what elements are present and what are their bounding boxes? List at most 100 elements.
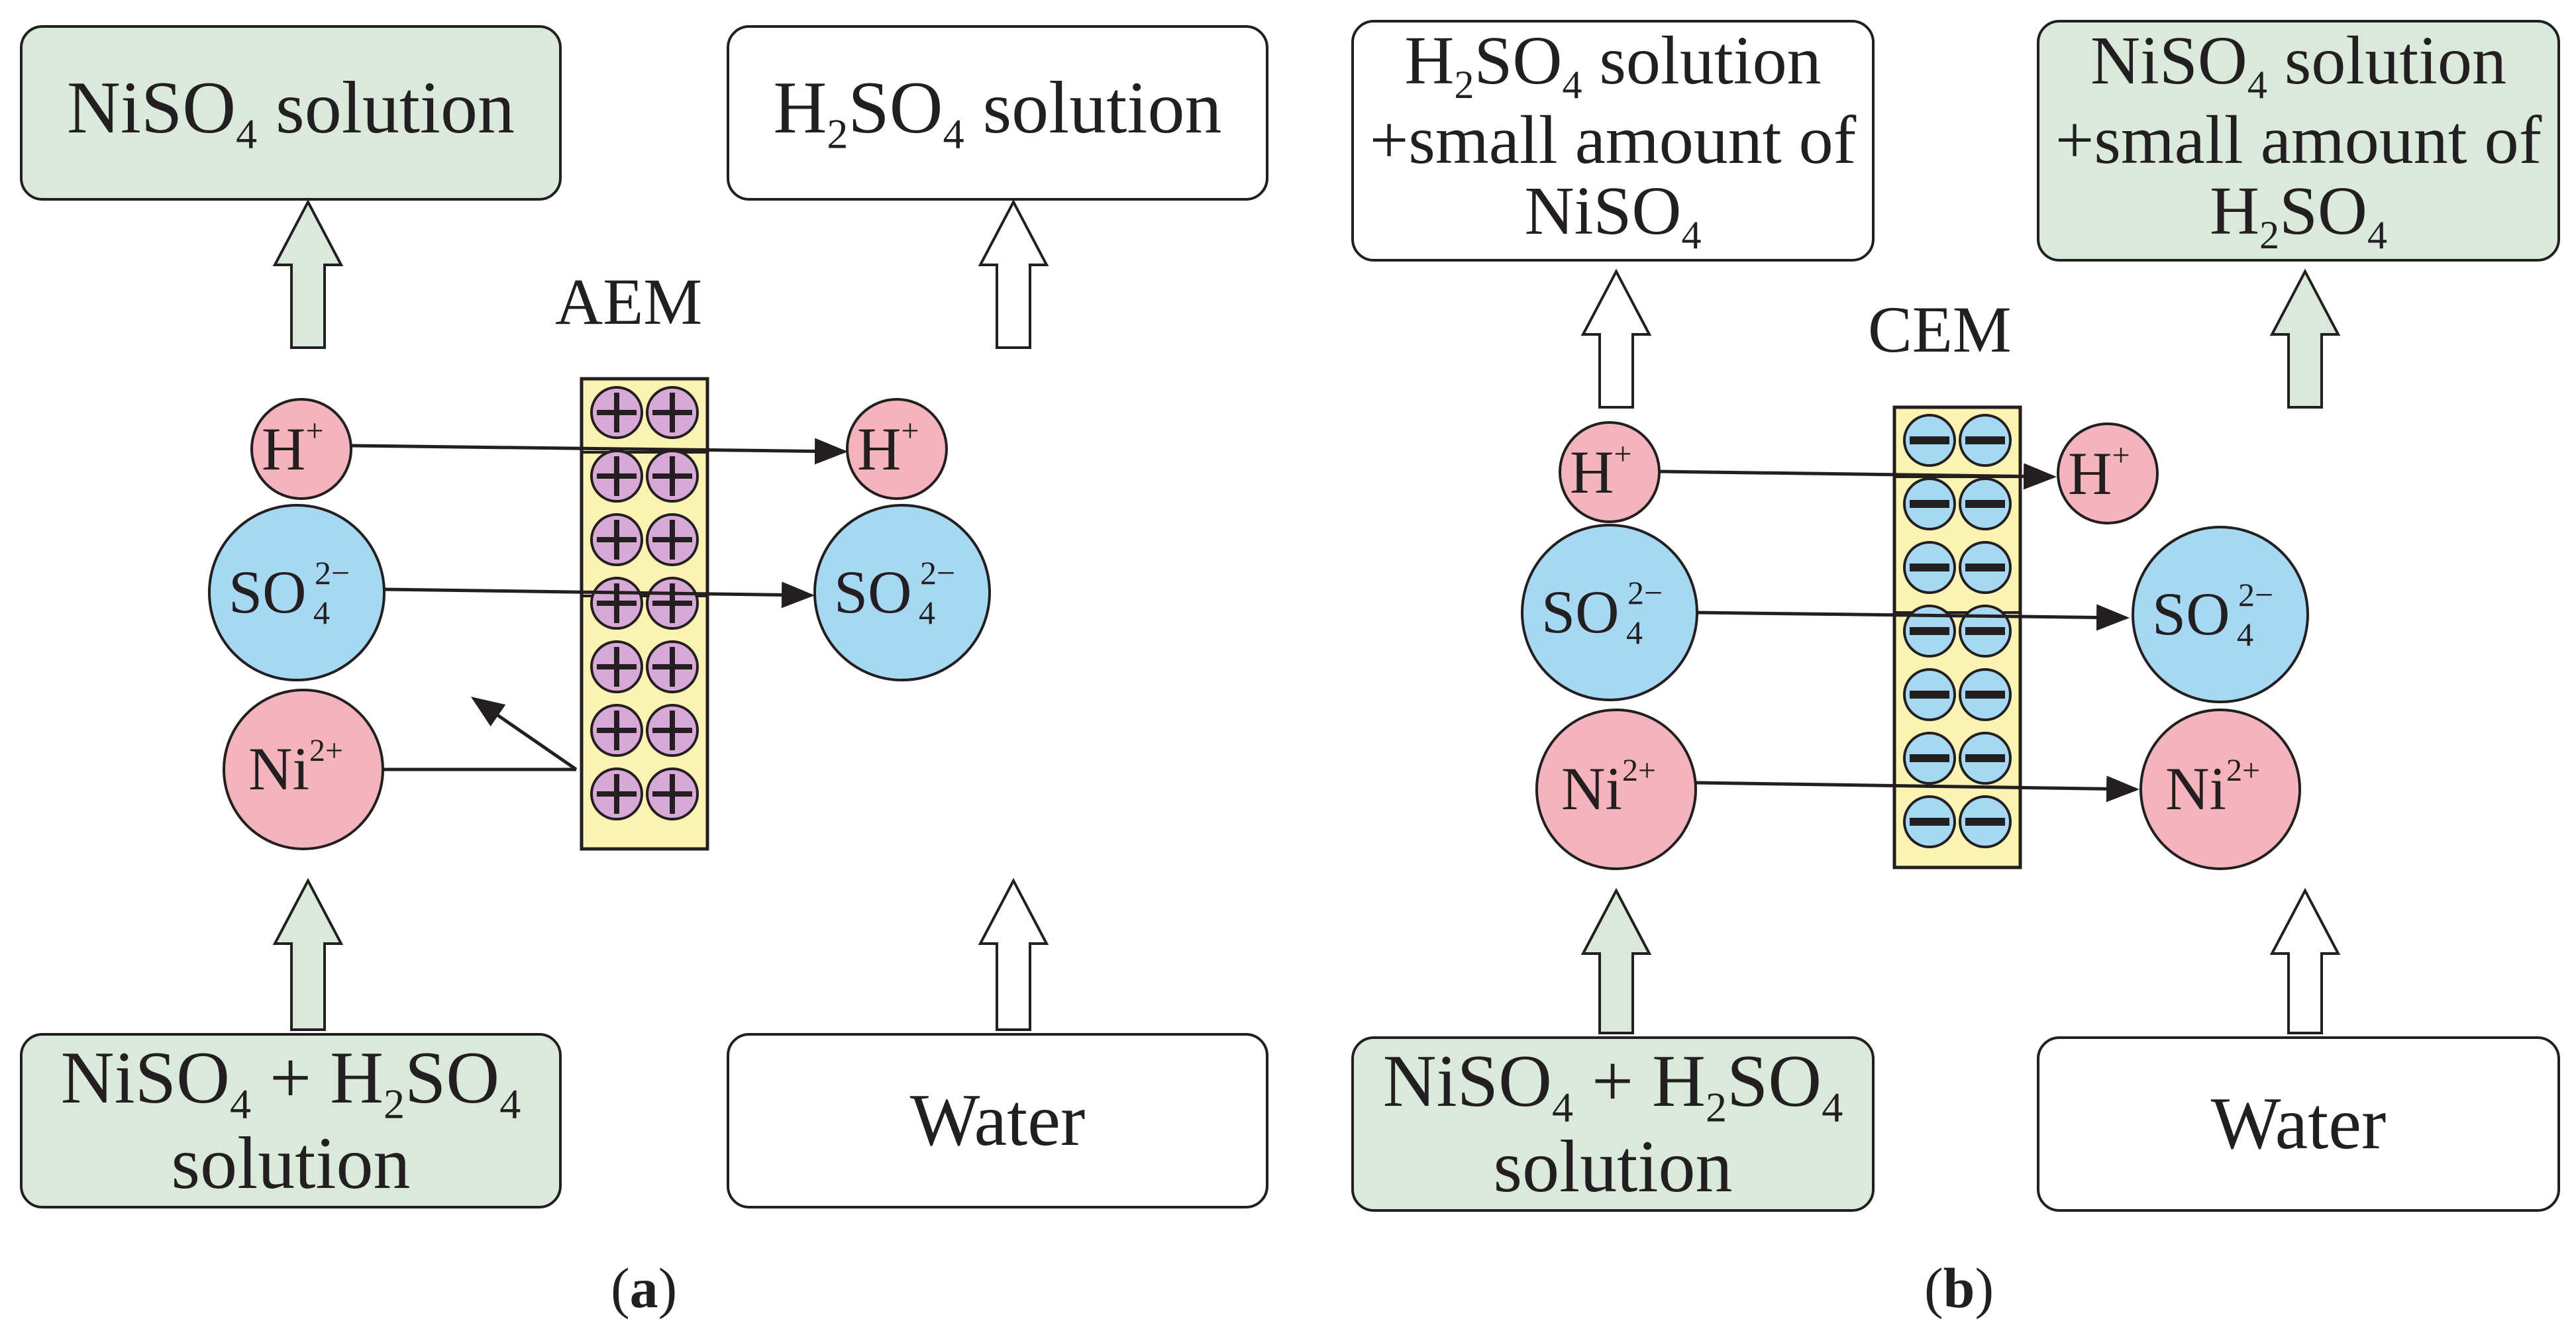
negative-charge-bead — [1959, 668, 2012, 721]
ion-charge: 2+ — [309, 732, 344, 768]
ion-symbol: H — [1570, 438, 1614, 506]
ion-symbol: SO — [229, 558, 307, 626]
negative-charge-bead — [1903, 541, 1956, 594]
ion-charge: 2− — [1627, 574, 1663, 611]
positive-charge-bead — [646, 386, 699, 439]
ni-reflect-arrow-a — [470, 697, 578, 771]
positive-charge-bead — [590, 513, 643, 566]
positive-charge-bead — [646, 767, 699, 820]
up-arrow-bottom-right-a — [978, 877, 1049, 1031]
ion-charge: 2− — [2238, 576, 2274, 613]
box-text: Water — [2210, 1083, 2387, 1165]
ion-symbol: SO — [834, 558, 912, 626]
box-text: H — [1404, 23, 1455, 99]
negative-charge-bead — [1959, 541, 2012, 594]
ion-subscript: 4 — [1626, 614, 1643, 651]
h-arrow-b — [1659, 463, 2057, 490]
positive-charge-bead — [590, 577, 643, 630]
ion-subscript: 4 — [919, 594, 935, 631]
h-arrow-a — [350, 438, 848, 465]
box-text: solution — [2267, 23, 2507, 99]
box-subscript: 4 — [2247, 63, 2267, 107]
so4-arrow-a — [384, 581, 815, 609]
negative-charge-bead — [1903, 605, 1956, 658]
box-text: + H — [250, 1037, 384, 1120]
cem-label: CEM — [1868, 293, 2012, 366]
positive-charge-bead — [646, 704, 699, 757]
so4-ion-label-left-b: SO 4 2− — [1541, 576, 1687, 651]
ni-ion-right-b — [2139, 709, 2301, 870]
up-arrow-bottom-right-b — [2269, 887, 2341, 1034]
h-ion-label-right-b: H+ — [2068, 439, 2130, 504]
positive-charge-bead — [646, 640, 699, 693]
h-ion-label-right-a: H+ — [857, 415, 919, 479]
ion-charge: 2− — [315, 554, 350, 591]
positive-charge-bead — [646, 577, 699, 630]
box-subscript: 2 — [384, 1080, 405, 1128]
positive-charge-bead — [590, 640, 643, 693]
caption-letter: b — [1943, 1256, 1975, 1320]
box-top-left-b: H2SO4 solution +small amount of NiSO4 — [1351, 20, 1875, 262]
up-arrow-top-right-b — [2269, 268, 2341, 409]
box-text: NiSO — [1524, 172, 1682, 249]
box-text: SO — [848, 67, 943, 150]
up-arrow-top-right-a — [978, 199, 1049, 349]
box-top-right-b: NiSO4 solution +small amount of H2SO4 — [2037, 20, 2560, 262]
ion-charge: 2+ — [1622, 752, 1657, 788]
caption-paren: ( — [611, 1256, 630, 1320]
box-subscript: 2 — [2259, 213, 2280, 257]
box-subscript: 2 — [1454, 63, 1474, 107]
so4-ion-label-left-a: SO 4 2− — [229, 556, 374, 631]
ion-symbol: H — [857, 415, 902, 483]
box-text: solution — [171, 1122, 411, 1205]
so4-ion-right-a — [813, 504, 991, 681]
ni-ion-left-b — [1535, 709, 1697, 870]
ion-symbol: Ni — [248, 735, 309, 803]
caption-letter: a — [629, 1256, 658, 1320]
positive-charge-bead — [590, 450, 643, 503]
box-bottom-right-b: Water — [2037, 1036, 2560, 1212]
ion-subscript: 4 — [313, 594, 330, 631]
ion-subscript: 4 — [2237, 616, 2253, 653]
h-ion-label-left-b: H+ — [1570, 438, 1632, 503]
ion-symbol: SO — [1541, 578, 1620, 646]
box-bottom-left-b: NiSO4 + H2SO4 solution — [1351, 1036, 1875, 1212]
box-text: NiSO — [1382, 1040, 1552, 1123]
panel-b-caption: (b) — [1924, 1255, 1994, 1321]
box-subscript: 4 — [1822, 1083, 1843, 1131]
box-text: solution — [1582, 23, 1822, 99]
negative-charge-bead — [1959, 414, 2012, 467]
panel-a-caption: (a) — [611, 1255, 677, 1321]
cem-negative-beads — [1903, 414, 2012, 848]
negative-charge-bead — [1959, 477, 2012, 530]
box-text: NiSO — [2090, 23, 2247, 99]
ion-symbol: SO — [2152, 580, 2230, 648]
box-text: H — [773, 67, 827, 150]
box-subscript: 4 — [499, 1080, 521, 1128]
box-top-left-a: NiSO4 solution — [20, 25, 562, 201]
box-text: + H — [1572, 1040, 1706, 1123]
box-subscript: 4 — [236, 110, 258, 158]
caption-paren: ) — [658, 1256, 678, 1320]
positive-charge-bead — [646, 513, 699, 566]
ion-charge: + — [2112, 437, 2130, 473]
negative-charge-bead — [1903, 414, 1956, 467]
positive-charge-bead — [646, 450, 699, 503]
negative-charge-bead — [1959, 732, 2012, 785]
box-subscript: 4 — [229, 1080, 251, 1128]
box-text: +small amount of — [2055, 102, 2542, 179]
box-text: solution — [1493, 1125, 1733, 1208]
ion-charge: 2− — [920, 554, 956, 591]
ion-symbol: H — [262, 415, 306, 483]
box-text: solution — [257, 67, 515, 150]
box-text: +small amount of — [1369, 102, 1857, 179]
box-subscript: 4 — [1562, 63, 1582, 107]
box-text: solution — [964, 67, 1222, 150]
box-text: H — [2209, 172, 2260, 249]
up-arrow-top-left-b — [1580, 268, 1652, 409]
ion-symbol: Ni — [1561, 755, 1622, 822]
ion-symbol: Ni — [2165, 755, 2226, 822]
box-bottom-left-a: NiSO4 + H2SO4 solution — [20, 1033, 562, 1208]
aem-label: AEM — [555, 265, 703, 338]
box-text: NiSO — [66, 67, 236, 150]
